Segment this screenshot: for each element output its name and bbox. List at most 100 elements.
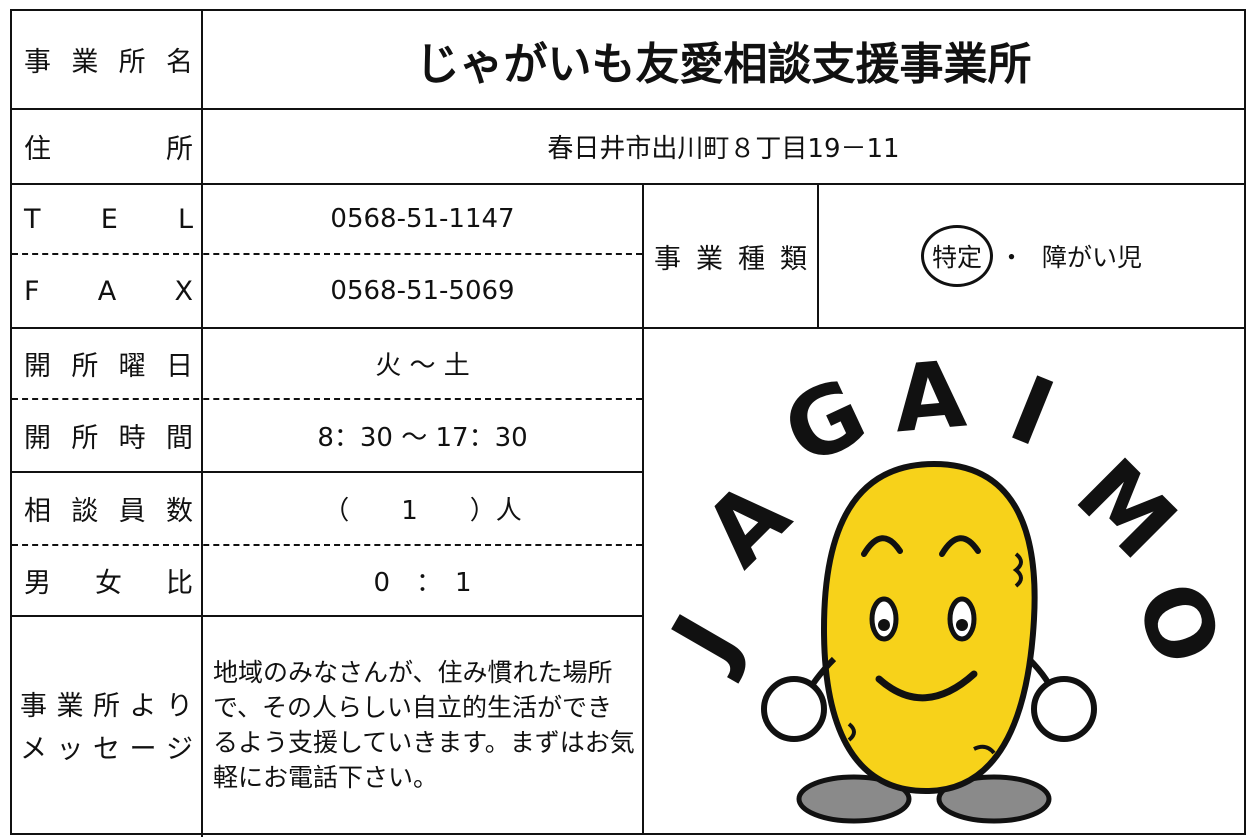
label-char: 事 — [24, 47, 51, 78]
label-char: 事 — [20, 691, 47, 722]
potato-spot — [1012, 552, 1023, 588]
label-char: ジ — [166, 734, 193, 765]
message-label: 事 業 所 よ り メ ッ セ ー ジ — [12, 617, 201, 833]
label-char: 開 — [24, 423, 51, 454]
label-char: り — [166, 691, 193, 722]
open-hours-label: 開 所 時 間 — [12, 400, 201, 471]
counselors-label: 相 談 員 数 — [12, 473, 201, 544]
label-char: 談 — [71, 496, 99, 527]
label-char: E — [100, 203, 118, 235]
mascot-letter: G — [768, 358, 882, 487]
column-divider — [642, 183, 644, 833]
mascot-area: J A G A I M O — [644, 329, 1244, 833]
business-type-value: 特定 ・ 障がい児 — [819, 185, 1244, 327]
left-eyebrow — [861, 535, 903, 557]
mouth — [875, 670, 978, 702]
left-pupil — [878, 619, 890, 631]
potato-body — [820, 460, 1038, 795]
label-char: 種 — [738, 243, 765, 275]
jagaimo-mascot-illustration: J A G A I M O — [648, 341, 1242, 824]
selected-type-circle: 特定 — [920, 225, 993, 287]
office-name: じゃがいも友愛相談支援事業所 — [415, 38, 1032, 90]
row-divider — [12, 327, 1244, 329]
selected-type: 特定 — [931, 243, 982, 272]
label-char: X — [174, 275, 193, 307]
open-days-label: 開 所 曜 日 — [12, 329, 201, 398]
label-char: 業 — [56, 691, 84, 722]
label-char: セ — [93, 734, 120, 765]
label-char: T — [24, 203, 41, 235]
label-char: メ — [20, 734, 47, 765]
label-char: よ — [129, 691, 157, 722]
label-char: 所 — [166, 134, 193, 165]
row-divider-dashed — [12, 544, 642, 546]
label-char: 比 — [166, 568, 193, 599]
potato-spot — [847, 722, 856, 742]
message-line: るよう支援していきます。まずはお気 — [213, 728, 635, 757]
label-char: 住 — [24, 134, 51, 165]
label-char: 数 — [165, 496, 193, 527]
gender-ratio-label: 男 女 比 — [12, 546, 201, 615]
mascot-letter: A — [684, 461, 810, 587]
label-char: 間 — [165, 423, 193, 454]
row-divider — [12, 108, 1244, 110]
mascot-letter: A — [889, 341, 969, 454]
left-glove — [761, 676, 827, 742]
message-line: 軽にお電話下さい。 — [213, 763, 439, 792]
open-hours-value: 8：30 ～ 17：30 — [317, 423, 528, 453]
other-type: 障がい児 — [1042, 243, 1143, 272]
message-line: で、その人らしい自立的生活ができ — [213, 693, 613, 722]
message-line: 地域のみなさんが、住み慣れた場所 — [213, 658, 613, 687]
column-divider — [201, 11, 203, 837]
label-char: 時 — [118, 423, 146, 454]
office-info-sheet: 事 業 所 名 じゃがいも友愛相談支援事業所 住 所 春日井市出川町８丁目19－… — [10, 9, 1246, 837]
label-char: 女 — [95, 568, 122, 599]
label-char: 日 — [165, 351, 193, 382]
column-divider — [817, 183, 819, 327]
row-divider-dashed — [12, 253, 642, 255]
label-char: 名 — [165, 47, 193, 78]
label-char: ッ — [56, 734, 84, 765]
right-glove — [1031, 676, 1097, 742]
label-char: 員 — [118, 496, 146, 527]
gender-ratio-value: 0 ： 1 — [373, 568, 472, 598]
label-char: L — [177, 203, 193, 235]
label-char: 所 — [93, 691, 120, 722]
fax-value: 0568-51-5069 — [330, 276, 515, 306]
row-divider — [12, 471, 642, 473]
row-divider — [12, 615, 642, 617]
label-char: 曜 — [118, 351, 146, 382]
label-char: 業 — [696, 243, 723, 275]
tel-label: T E L — [12, 185, 201, 253]
business-type-label: 事 業 種 類 — [644, 185, 817, 327]
label-char: 所 — [118, 47, 146, 78]
type-separator: ・ — [998, 243, 1024, 272]
address-label: 住 所 — [12, 110, 201, 183]
office-name-label: 事 業 所 名 — [12, 11, 201, 108]
label-char: A — [97, 275, 117, 307]
mascot-letter: O — [1114, 569, 1241, 679]
potato-spot — [973, 744, 996, 755]
label-char: F — [24, 275, 40, 307]
label-char: 男 — [24, 568, 51, 599]
label-char: 業 — [71, 47, 99, 78]
mascot-letter: I — [996, 356, 1068, 468]
label-char: 事 — [654, 243, 681, 275]
label-char: ー — [129, 734, 157, 765]
right-pupil — [956, 619, 968, 631]
label-char: 類 — [780, 243, 807, 275]
row-divider-dashed — [12, 398, 642, 400]
right-eyebrow — [939, 535, 981, 557]
right-shoe — [936, 774, 1052, 824]
message-text: 地域のみなさんが、住み慣れた場所 で、その人らしい自立的生活ができ るよう支援し… — [203, 617, 642, 833]
row-divider — [12, 183, 1244, 185]
label-char: 開 — [24, 351, 51, 382]
open-days-value: 火 ～ 土 — [375, 351, 470, 381]
label-char: 相 — [24, 496, 51, 527]
mascot-letter: M — [1056, 439, 1196, 579]
fax-label: F A X — [12, 255, 201, 327]
address-value: 春日井市出川町８丁目19－11 — [547, 134, 900, 164]
left-shoe — [796, 774, 912, 824]
label-char: 所 — [71, 351, 99, 382]
tel-value: 0568-51-1147 — [330, 204, 515, 234]
